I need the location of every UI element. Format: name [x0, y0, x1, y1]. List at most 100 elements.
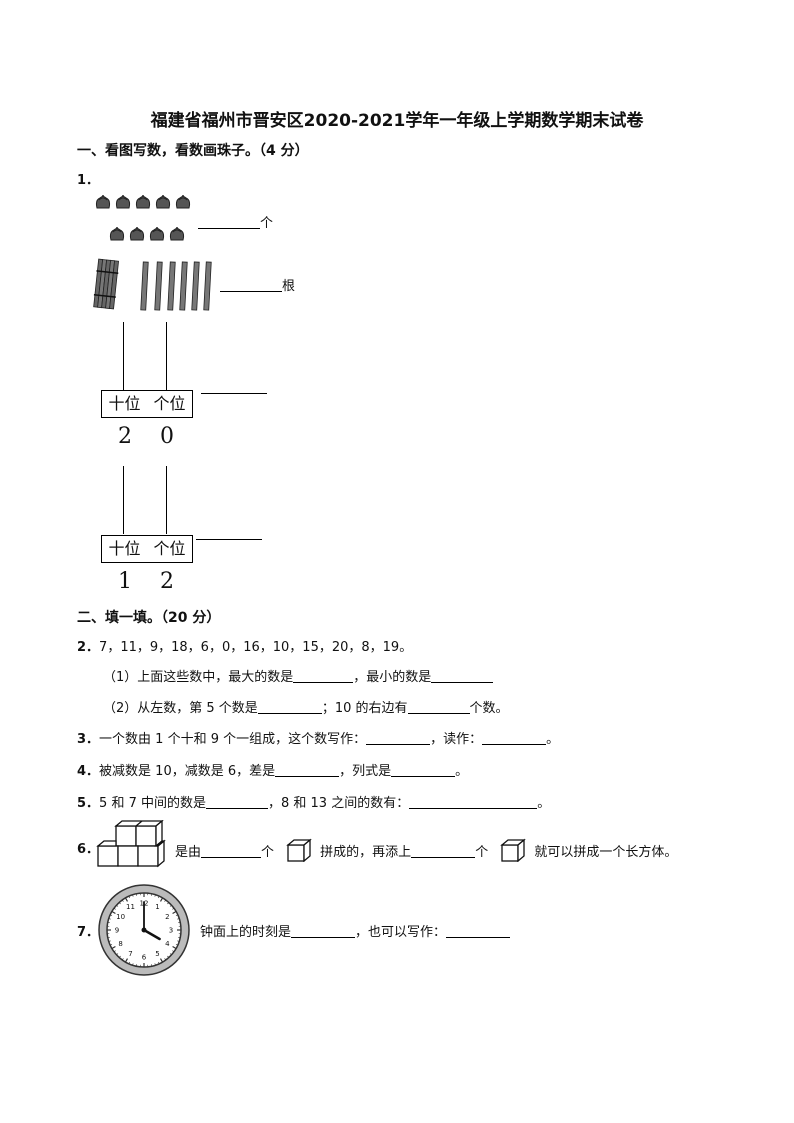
- q6-text-b: 个: [261, 845, 275, 860]
- q3-blank-write[interactable]: [366, 730, 431, 745]
- clock-tick: [122, 958, 124, 961]
- q2-2-text-c: 个数。: [469, 701, 509, 716]
- abacus2-base: 十位个位: [101, 535, 193, 563]
- clock-tick: [167, 902, 169, 905]
- q3-text-c: 。: [546, 732, 560, 747]
- clock-tick: [175, 914, 178, 917]
- q2-1-text-b: ，最小的数是: [353, 670, 432, 685]
- stick-blank[interactable]: [220, 277, 282, 292]
- q2-1-blank-min[interactable]: [431, 668, 494, 683]
- small-cube-icon: [286, 838, 312, 863]
- clock-tick: [175, 943, 178, 946]
- abacus1-tens-rod: [123, 322, 124, 390]
- abacus2-ones-label: 个位: [153, 539, 186, 558]
- abacus1-tens-digit: 2: [118, 424, 132, 449]
- clock-tick: [128, 896, 131, 899]
- stick-answer: 根: [220, 275, 295, 294]
- q2-1-row: （1）上面这些数中，最大的数是，最小的数是: [103, 666, 494, 685]
- q4-blank-diff[interactable]: [275, 762, 340, 777]
- cube-stack-figure: [96, 819, 168, 870]
- q2-2-blank-count[interactable]: [407, 699, 470, 714]
- abacus2-tens-rod: [123, 466, 124, 534]
- q7-text-b: ，也可以写作：: [355, 925, 447, 940]
- q2-2-text-b: ；10 的右边有: [321, 701, 408, 716]
- clock-tick: [172, 908, 175, 910]
- clock-tick: [177, 940, 180, 942]
- q3-blank-read[interactable]: [482, 730, 547, 745]
- q5-blank-between[interactable]: [409, 794, 538, 809]
- q5-text-a: 5 和 7 中间的数是: [99, 796, 206, 811]
- q6-blank-count[interactable]: [201, 843, 262, 858]
- abacus2-answer-blank[interactable]: [196, 539, 262, 540]
- q3-text-b: ，读作：: [430, 732, 483, 747]
- q2-1-blank-max[interactable]: [293, 668, 354, 683]
- clock-tick: [169, 953, 172, 955]
- acorn-unit: 个: [260, 216, 274, 231]
- q7-blank-alt[interactable]: [446, 923, 511, 938]
- q1-number: 1．: [77, 173, 100, 188]
- q7-blank-time[interactable]: [291, 923, 356, 938]
- clock-tick: [132, 894, 134, 897]
- acorn-blank[interactable]: [198, 214, 260, 229]
- clock-tick: [111, 945, 116, 950]
- clock-number: 6: [142, 954, 147, 962]
- clock-tick: [132, 963, 134, 966]
- abacus1-base: 十位个位: [101, 390, 193, 418]
- clock-tick: [169, 905, 172, 907]
- clock-tick: [124, 897, 129, 902]
- section1-heading: 一、看图写数，看数画珠子。（4 分）: [77, 143, 309, 159]
- clock-tick: [122, 899, 124, 902]
- q2-2-blank-fifth[interactable]: [257, 699, 322, 714]
- clock-tick: [110, 943, 113, 946]
- clock-tick: [128, 961, 131, 964]
- clock-hour-hand: [142, 928, 161, 941]
- q4-text-b: ，列式是: [339, 764, 392, 779]
- q5-text-b: ，8 和 13 之间的数有：: [268, 796, 410, 811]
- q5-blank-middle[interactable]: [206, 794, 268, 809]
- clock-tick: [172, 910, 177, 915]
- q6-row: 是由个 拼成的，再添上个 就可以拼成一个长方体。: [175, 838, 678, 863]
- clock-tick: [157, 961, 160, 964]
- clock-number: 9: [115, 927, 119, 935]
- q5-text-c: 。: [537, 796, 551, 811]
- clock-tick: [172, 950, 175, 952]
- clock-figure: 121234567891011: [97, 883, 191, 977]
- q4-text-a: 被减数是 10，减数是 6，差是: [99, 764, 276, 779]
- q6-text-e: 就可以拼成一个长方体。: [534, 845, 678, 860]
- section2-heading: 二、填一填。（20 分）: [77, 610, 221, 626]
- clock-tick: [159, 958, 164, 963]
- q6-blank-add[interactable]: [411, 843, 476, 858]
- q6-number: 6．: [77, 842, 100, 857]
- sticks-illustration: [93, 258, 212, 311]
- clock-number: 1: [155, 903, 159, 911]
- q5-number: 5．: [77, 796, 100, 811]
- clock-tick: [113, 950, 116, 952]
- clock-tick: [113, 908, 116, 910]
- clock-tick: [116, 905, 119, 907]
- abacus1-answer-blank[interactable]: [201, 393, 267, 394]
- clock-tick: [164, 958, 166, 961]
- clock-number: 11: [126, 903, 135, 911]
- q4-blank-expr[interactable]: [391, 762, 456, 777]
- q3-row: 3．一个数由 1 个十和 9 个一组成，这个数写作： ，读作： 。: [77, 728, 559, 747]
- q3-text-a: 一个数由 1 个十和 9 个一组成，这个数写作：: [99, 732, 367, 747]
- q6-text-d: 个: [475, 845, 489, 860]
- clock-tick: [157, 896, 160, 899]
- clock-tick: [108, 918, 111, 920]
- clock-tick: [154, 963, 156, 966]
- q2-2-row: （2）从左数，第 5 个数是；10 的右边有个数。: [103, 697, 509, 716]
- clock-tick: [167, 955, 169, 958]
- page-title: 福建省福州市晋安区2020-2021学年一年级上学期数学期末试卷: [150, 111, 644, 131]
- sticks-group: [92, 258, 222, 312]
- q2-number: 2．: [77, 640, 100, 655]
- q2-text: 7，11，9，18，6，0，16，10，15，20，8，19。: [99, 640, 413, 655]
- abacus1-tens-label: 十位: [108, 394, 141, 413]
- q6-text-a: 是由: [175, 845, 202, 860]
- clock-number: 7: [128, 950, 132, 958]
- acorn-group: [95, 192, 205, 252]
- q7-row: 钟面上的时刻是，也可以写作：: [200, 921, 511, 940]
- clock-number: 2: [165, 913, 169, 921]
- abacus2-ones-digit: 2: [160, 569, 174, 594]
- abacus1-ones-rod: [166, 322, 167, 390]
- q3-number: 3．: [77, 732, 100, 747]
